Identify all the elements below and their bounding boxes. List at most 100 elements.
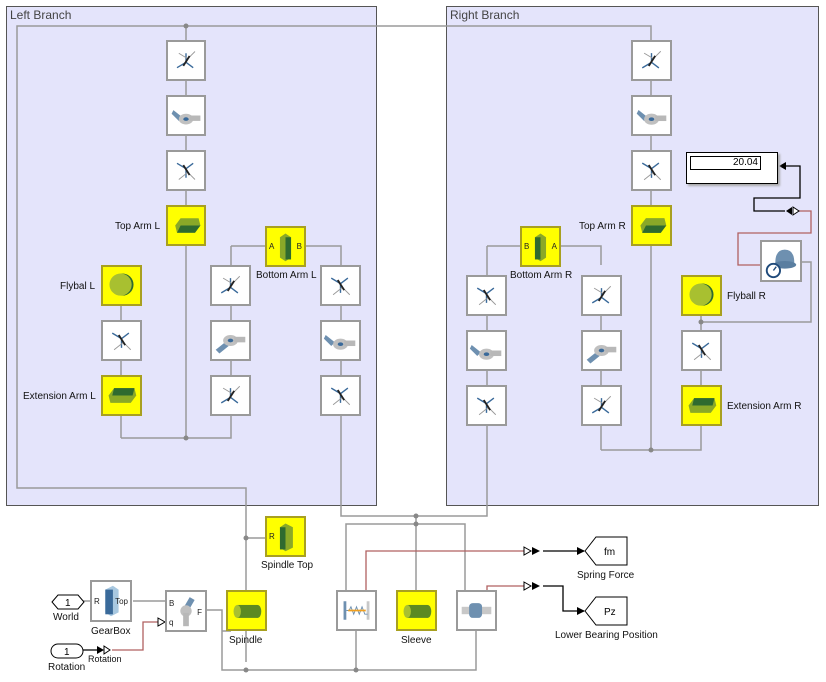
spindle-block[interactable]: [226, 590, 267, 631]
flyball-r-label: Flyball R: [727, 291, 766, 302]
pz-tag-text: Pz: [604, 607, 616, 618]
frame-axes-icon: [330, 387, 351, 406]
port-b: B: [296, 242, 302, 251]
rigid-transform-block[interactable]: [681, 330, 722, 371]
frame-axes-icon: [591, 395, 612, 414]
revolute-joint-icon: [180, 597, 195, 627]
revolute-joint-block[interactable]: [631, 95, 672, 136]
frame-axes-icon: [641, 50, 662, 69]
rigid-transform-block[interactable]: [466, 275, 507, 316]
rigid-transform-block[interactable]: [581, 275, 622, 316]
brick-solid-icon: [175, 218, 201, 233]
top-arm-r-block[interactable]: [631, 205, 672, 246]
top-arm-l-block[interactable]: [166, 205, 206, 246]
prismatic-joint-block[interactable]: [456, 590, 497, 631]
frame-axes-icon: [220, 275, 241, 294]
sphere-solid-icon: [109, 273, 134, 296]
revolute-joint-block[interactable]: [466, 330, 507, 371]
revolute-joint-icon: [636, 109, 667, 125]
brick-solid-icon: [534, 233, 547, 262]
brick-solid-icon: [640, 218, 667, 233]
frame-axes-icon: [691, 342, 712, 361]
rotation-inport[interactable]: 1: [50, 643, 84, 659]
rigid-transform-block[interactable]: [466, 385, 507, 426]
svg-text:1: 1: [65, 598, 71, 609]
spring-force-goto-tag[interactable]: fm: [584, 536, 628, 566]
top-arm-l-label: Top Arm L: [115, 221, 161, 232]
brick-solid-icon: [105, 585, 119, 617]
rigid-transform-block[interactable]: [320, 265, 361, 306]
port-a: A: [551, 242, 557, 251]
display-block[interactable]: 20.04: [686, 152, 778, 184]
pz-goto-tag[interactable]: Pz: [584, 596, 628, 626]
rigid-transform-block[interactable]: [210, 375, 251, 416]
spring-damper-icon: [343, 601, 370, 620]
revolute-joint-block[interactable]: [166, 95, 206, 136]
right-branch-title: Right Branch: [450, 8, 520, 22]
sleeve-label: Sleeve: [401, 635, 432, 646]
top-arm-r-label: Top Arm R: [579, 221, 626, 232]
display-value: 20.04: [690, 156, 761, 170]
lower-bearing-position-label: Lower Bearing Position: [555, 630, 658, 641]
rigid-transform-block[interactable]: [581, 385, 622, 426]
rigid-transform-block[interactable]: [166, 150, 206, 191]
revolute-joint-block[interactable]: [320, 320, 361, 361]
left-branch-title: Left Branch: [10, 8, 72, 22]
brick-solid-icon: [279, 523, 293, 552]
frame-axes-icon: [330, 277, 351, 296]
extension-arm-l-block[interactable]: [101, 375, 142, 416]
port-r: R: [269, 532, 275, 541]
rigid-transform-block[interactable]: [320, 375, 361, 416]
revolute-joint-block[interactable]: [210, 320, 251, 361]
spindle-label: Spindle: [229, 635, 263, 646]
frame-axes-icon: [176, 51, 196, 69]
frame-axes-icon: [220, 385, 241, 404]
spring-force-label: Spring Force: [577, 570, 635, 581]
revolute-joint-icon: [171, 110, 201, 125]
rigid-transform-block[interactable]: [210, 265, 251, 306]
right-branch-area[interactable]: Right Branch: [446, 6, 819, 506]
bottom-arm-r-label: Bottom Arm R: [510, 270, 573, 281]
sphere-solid-icon: [689, 283, 714, 306]
rotation-label: Rotation: [48, 662, 86, 673]
transform-sensor-block[interactable]: [760, 240, 802, 282]
frame-axes-icon: [111, 332, 132, 351]
brick-solid-icon: [279, 233, 292, 262]
rigid-transform-block[interactable]: [631, 150, 672, 191]
rigid-transform-block[interactable]: [101, 320, 142, 361]
gearbox-label: GearBox: [91, 626, 131, 637]
world-port[interactable]: 1: [51, 594, 85, 610]
rigid-transform-block[interactable]: [631, 40, 672, 81]
spindle-top-label: Spindle Top: [261, 560, 314, 571]
revolute-joint-icon: [469, 344, 502, 360]
sleeve-block[interactable]: [396, 590, 437, 631]
revolute-joint-block[interactable]: [581, 330, 622, 371]
world-label: World: [53, 612, 79, 623]
port-top: Top: [115, 597, 128, 606]
spring-damper-block[interactable]: [336, 590, 377, 631]
frame-axes-icon: [476, 287, 497, 306]
frame-axes-icon: [591, 285, 612, 304]
port-q: q: [169, 618, 174, 627]
wire-left-outer: [16, 25, 247, 590]
flyball-r-block[interactable]: [681, 275, 722, 316]
fm-tag-text: fm: [604, 547, 615, 558]
svg-text:1: 1: [64, 647, 70, 658]
rigid-transform-block[interactable]: [166, 40, 206, 81]
port-a: A: [269, 242, 275, 251]
left-branch-area[interactable]: Left Branch: [6, 6, 377, 506]
brick-solid-icon: [688, 398, 717, 413]
port-b: B: [169, 599, 175, 608]
extension-arm-r-block[interactable]: [681, 385, 722, 426]
frame-axes-icon: [641, 162, 662, 181]
prismatic-joint-icon: [461, 603, 492, 618]
flybal-l-block[interactable]: [101, 265, 142, 306]
cylinder-solid-icon: [233, 604, 262, 618]
spindle-top-block[interactable]: R: [265, 516, 306, 557]
wire-top-bus: [186, 25, 652, 40]
